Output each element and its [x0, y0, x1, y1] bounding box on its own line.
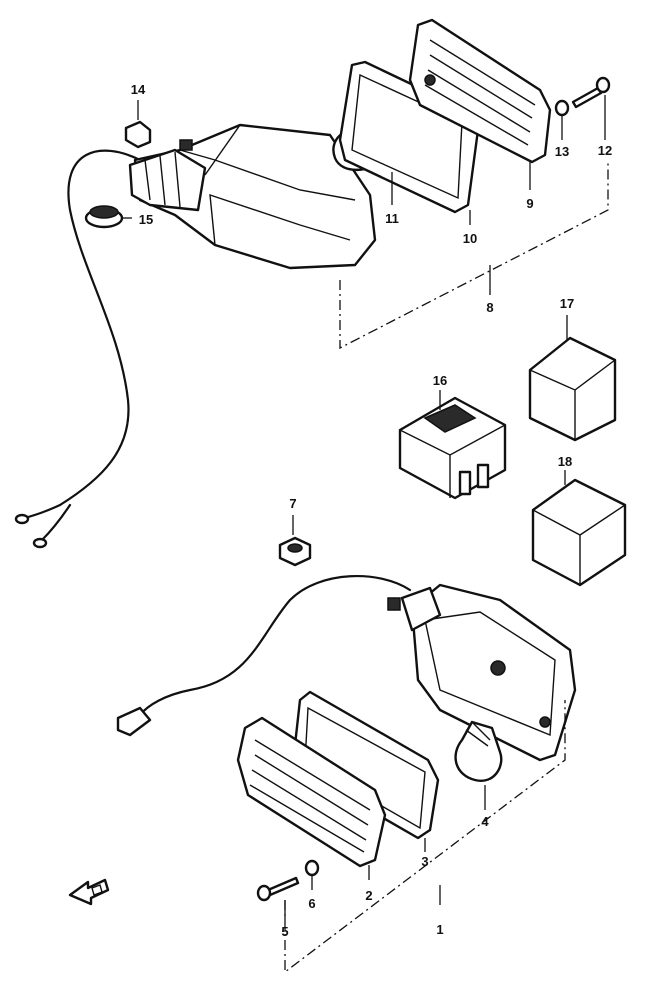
callout-10: 10 — [463, 231, 477, 246]
upper-housing-crease — [204, 124, 241, 176]
part-12-screw — [571, 86, 603, 109]
part-2-lens-ribs — [249, 739, 371, 853]
callout-13: 13 — [555, 144, 569, 159]
relay-16 — [398, 390, 507, 500]
flasher-17-edges — [529, 359, 616, 440]
upper-wire-lead-a — [23, 503, 62, 520]
lower-stem-bolt — [387, 597, 401, 611]
callout-6: 6 — [308, 896, 315, 911]
callout-2: 2 — [365, 888, 372, 903]
front-arrow-icon — [68, 878, 110, 906]
relay-16-pin-a — [458, 470, 472, 496]
lower-housing-cavity — [424, 611, 556, 737]
lower-stem-boot — [400, 586, 442, 632]
lower-turn-signal-assembly — [116, 575, 577, 974]
part-6-washer — [304, 859, 320, 877]
upper-housing-lower-edge — [209, 193, 351, 246]
upper-boot-ribs — [144, 151, 181, 208]
callout-5: 5 — [281, 924, 288, 939]
callout-15: 15 — [139, 212, 153, 227]
part-7-grommet — [278, 515, 312, 567]
flasher-18 — [531, 470, 627, 587]
part-9-lens-ribs — [424, 39, 536, 146]
part-4-bulb-base — [465, 721, 491, 747]
part-5-screw — [266, 876, 300, 897]
callout-18: 18 — [558, 454, 572, 469]
part-7-hole — [287, 543, 303, 553]
lower-screw-boss — [539, 716, 551, 728]
callout-1: 1 — [436, 922, 443, 937]
relay-16-edges — [399, 424, 506, 498]
callout-8: 8 — [486, 300, 493, 315]
callout-7: 7 — [289, 496, 296, 511]
part-13-washer — [554, 99, 570, 117]
lower-socket — [490, 660, 506, 676]
flasher-18-body — [531, 478, 627, 587]
callout-17: 17 — [560, 296, 574, 311]
callout-11: 11 — [385, 211, 399, 226]
callout-labels: 1 2 3 4 5 6 7 8 9 10 11 12 13 14 15 16 1… — [131, 82, 612, 939]
relay-16-pin-b — [476, 463, 490, 489]
part-9-lens — [408, 18, 552, 164]
part-3-gasket-inner — [304, 706, 426, 830]
part-15-grommet-top — [89, 205, 119, 219]
part-5-screw-head — [256, 884, 272, 902]
flasher-18-edges — [532, 504, 626, 585]
upper-stem-bolt — [179, 139, 193, 151]
upper-wire-terminal-b — [32, 537, 48, 549]
upper-turn-signal-assembly — [14, 18, 611, 549]
upper-wire-lead-b — [40, 503, 72, 542]
upper-wire-terminal-a — [14, 513, 30, 525]
part-12-screw-head — [595, 76, 611, 94]
upper-wire-harness — [58, 149, 142, 507]
upper-assembly-bracket — [339, 160, 609, 350]
part-14-nut — [124, 120, 152, 149]
callout-12: 12 — [598, 143, 612, 158]
callout-9: 9 — [526, 196, 533, 211]
callout-14: 14 — [131, 82, 146, 97]
flasher-17 — [528, 315, 617, 442]
relay-16-top-tab — [423, 404, 477, 433]
callout-16: 16 — [433, 373, 447, 388]
upper-housing-edge — [179, 149, 356, 201]
lower-wire-harness — [138, 575, 412, 717]
callout-4: 4 — [481, 814, 489, 829]
lower-connector — [116, 706, 152, 737]
part-9-lens-screwhole — [424, 74, 436, 86]
part-4-bulb — [454, 720, 503, 782]
lower-assembly-bracket — [284, 700, 566, 974]
callout-3: 3 — [421, 854, 428, 869]
